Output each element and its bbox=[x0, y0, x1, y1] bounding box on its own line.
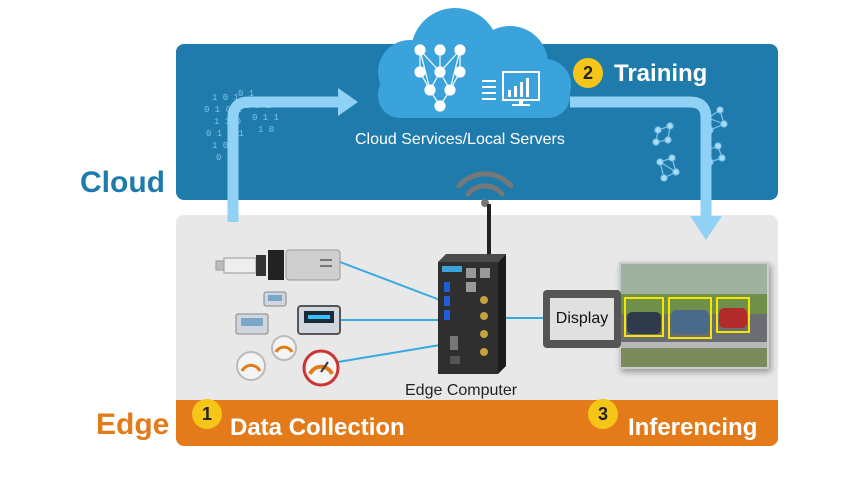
deploy-arrow bbox=[570, 96, 722, 240]
digital-meter-small-icon bbox=[263, 291, 287, 307]
svg-text:0 1 1: 0 1 1 bbox=[252, 113, 279, 123]
wifi-icon bbox=[456, 171, 514, 207]
neural-network-icon bbox=[414, 44, 466, 112]
svg-text:1 0 1: 1 0 1 bbox=[212, 141, 239, 151]
svg-text:1 0 1: 1 0 1 bbox=[212, 93, 239, 103]
edge-band bbox=[176, 400, 778, 446]
display-label: Display bbox=[550, 298, 614, 340]
connector-lines bbox=[337, 261, 543, 363]
model-network-icon bbox=[652, 106, 728, 182]
sensor-device-icon bbox=[285, 249, 341, 281]
cloud-services-label: Cloud Services/Local Servers bbox=[355, 131, 565, 148]
step-1-label: Data Collection bbox=[230, 414, 405, 441]
edge-tier-label: Edge bbox=[96, 408, 170, 441]
svg-text:1 0: 1 0 bbox=[258, 125, 274, 135]
step-2-badge: 2 bbox=[573, 58, 603, 88]
digital-meter-icon bbox=[235, 313, 269, 335]
svg-text:0 1 0 1: 0 1 0 1 bbox=[206, 129, 244, 139]
cloud-tier-label: Cloud bbox=[80, 166, 165, 199]
svg-text:0 1: 0 1 bbox=[238, 89, 254, 99]
gauge-small-icon bbox=[271, 335, 297, 361]
svg-text:0 1 0 1: 0 1 0 1 bbox=[204, 105, 242, 115]
step-3-label: Inferencing bbox=[628, 414, 758, 441]
edge-computer-icon bbox=[438, 204, 506, 374]
analytics-monitor-icon bbox=[482, 71, 540, 106]
upload-arrow bbox=[227, 88, 358, 222]
svg-text:0 1: 0 1 bbox=[216, 153, 232, 163]
cloud-icon bbox=[378, 8, 571, 118]
camera-icon bbox=[215, 250, 284, 280]
gauge-large-icon bbox=[302, 349, 340, 387]
gauge-medium-icon bbox=[236, 351, 266, 381]
edge-computer-label: Edge Computer bbox=[405, 382, 518, 399]
traffic-camera-view bbox=[619, 262, 769, 369]
digital-meter-large-icon bbox=[297, 305, 341, 335]
step-3-badge: 3 bbox=[588, 399, 618, 429]
step-1-badge: 1 bbox=[192, 399, 222, 429]
step-2-label: Training bbox=[614, 60, 708, 87]
display-device: Display bbox=[543, 290, 621, 348]
